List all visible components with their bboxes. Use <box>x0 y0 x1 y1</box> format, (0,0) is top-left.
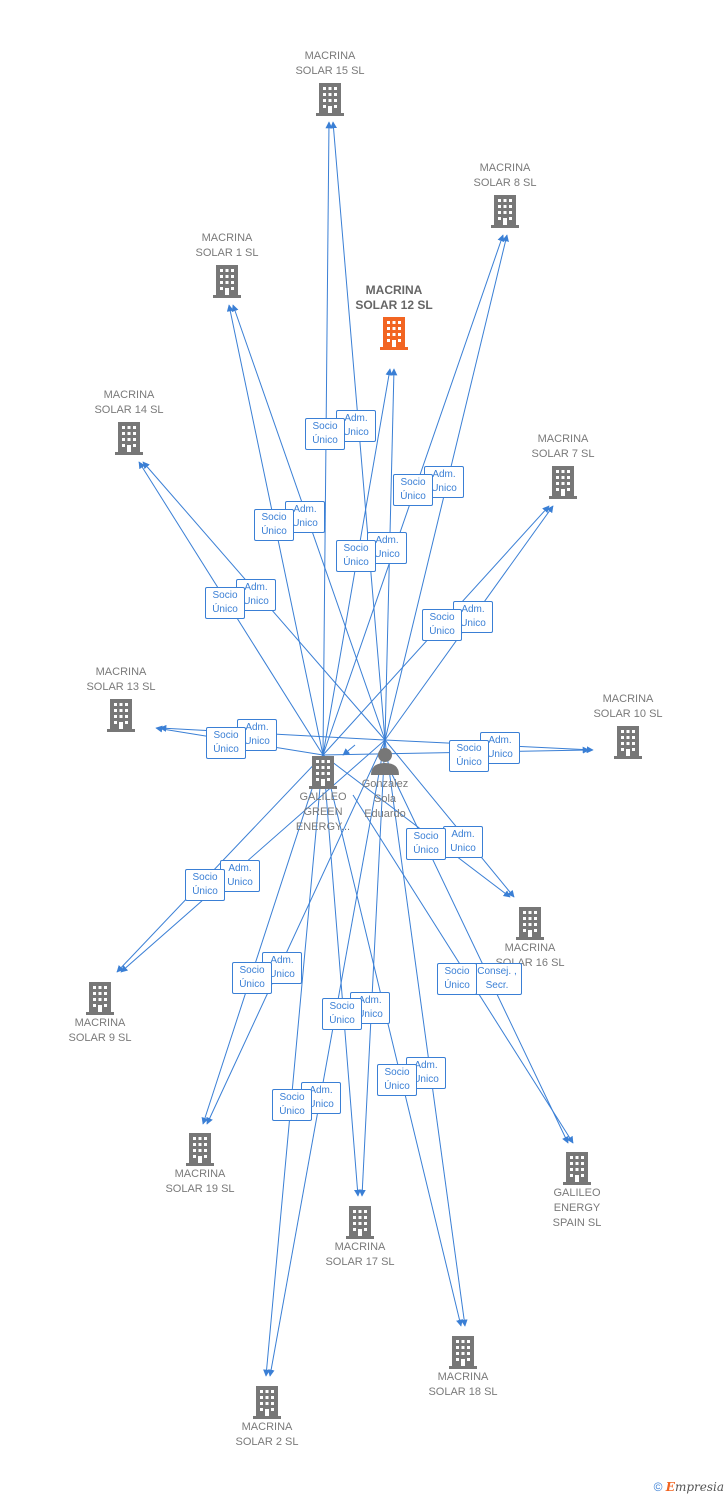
person-icon <box>371 748 399 775</box>
building-icon <box>115 422 143 455</box>
node-label: MACRINA SOLAR 12 SL <box>355 283 433 312</box>
role-socio-unico[interactable]: Socio Único <box>205 587 245 619</box>
edge-galileo-to-company <box>322 754 361 1197</box>
role-socio-unico[interactable]: Socio Único <box>254 509 294 541</box>
building-icon <box>563 1152 591 1185</box>
empresia-logo: Empresia <box>665 1480 724 1494</box>
edge-galileo-to-company <box>263 754 324 1377</box>
node-macrina-solar-18[interactable]: MACRINA SOLAR 18 SL <box>403 1332 523 1400</box>
building-icon <box>213 265 241 298</box>
building-icon <box>549 466 577 499</box>
edge-person-to-company <box>267 739 386 1377</box>
building-icon <box>107 699 135 732</box>
node-label: MACRINA SOLAR 14 SL <box>94 389 164 416</box>
node-label: MACRINA SOLAR 8 SL <box>473 162 537 189</box>
node-label: Gonzalez Sola Eduardo <box>361 778 409 820</box>
edge-galileo-to-company <box>201 754 324 1125</box>
building-icon <box>346 1206 374 1239</box>
node-label: MACRINA SOLAR 18 SL <box>428 1371 498 1398</box>
node-macrina-solar-15[interactable]: MACRINA SOLAR 15 SL <box>270 49 390 117</box>
building-icon <box>316 83 344 116</box>
node-galileo-energy-spain[interactable]: GALILEO ENERGY SPAIN SL <box>517 1148 637 1231</box>
node-label: MACRINA SOLAR 1 SL <box>195 232 259 259</box>
node-macrina-solar-1[interactable]: MACRINA SOLAR 1 SL <box>167 231 287 299</box>
building-icon <box>380 317 408 350</box>
node-macrina-solar-19[interactable]: MACRINA SOLAR 19 SL <box>140 1129 260 1197</box>
node-macrina-solar-14[interactable]: MACRINA SOLAR 14 SL <box>69 388 189 456</box>
role-socio-unico[interactable]: Socio Único <box>393 474 433 506</box>
role-socio-unico[interactable]: Socio Único <box>305 418 345 450</box>
role-socio-unico[interactable]: Socio Único <box>206 727 246 759</box>
node-label: MACRINA SOLAR 9 SL <box>68 1017 132 1044</box>
node-galileo-green-energy[interactable]: GALILEO GREEN ENERGY... <box>263 752 383 835</box>
footer-branding[interactable]: © Empresia <box>654 1480 724 1494</box>
node-macrina-solar-7[interactable]: MACRINA SOLAR 7 SL <box>503 432 623 500</box>
copyright-icon: © <box>653 1480 663 1494</box>
building-icon <box>253 1386 281 1419</box>
edge-galileo-to-company <box>322 754 463 1327</box>
node-macrina-solar-9[interactable]: MACRINA SOLAR 9 SL <box>40 978 160 1046</box>
node-label: MACRINA SOLAR 2 SL <box>235 1421 299 1448</box>
edge-person-to-company <box>384 739 468 1327</box>
role-socio-unico[interactable]: Socio Único <box>322 998 362 1030</box>
role-socio-unico[interactable]: Socio Único <box>272 1089 312 1121</box>
role-socio-unico[interactable]: Socio Único <box>232 962 272 994</box>
node-person-gonzalez-sola-eduardo[interactable]: Gonzalez Sola Eduardo <box>325 743 445 822</box>
node-macrina-solar-13[interactable]: MACRINA SOLAR 13 SL <box>61 665 181 733</box>
node-macrina-solar-2[interactable]: MACRINA SOLAR 2 SL <box>207 1382 327 1450</box>
edge-person-to-company <box>358 739 386 1197</box>
node-label: MACRINA SOLAR 19 SL <box>165 1168 235 1195</box>
building-icon <box>614 726 642 759</box>
node-label: MACRINA SOLAR 13 SL <box>86 666 156 693</box>
role-adm-unico[interactable]: Adm. Unico <box>220 860 260 892</box>
building-icon <box>449 1336 477 1369</box>
node-macrina-solar-16[interactable]: MACRINA SOLAR 16 SL <box>470 903 590 971</box>
role-socio-unico[interactable]: Socio Único <box>336 540 376 572</box>
building-icon <box>186 1133 214 1166</box>
node-label: MACRINA SOLAR 7 SL <box>531 433 595 460</box>
edge-person-to-galileo <box>342 744 356 756</box>
role-socio-unico[interactable]: Socio Único <box>437 963 477 995</box>
node-label: MACRINA SOLAR 10 SL <box>593 693 663 720</box>
node-label: GALILEO GREEN ENERGY... <box>295 791 351 833</box>
node-label: GALILEO ENERGY SPAIN SL <box>552 1187 602 1229</box>
node-macrina-solar-17[interactable]: MACRINA SOLAR 17 SL <box>300 1202 420 1270</box>
node-label: MACRINA SOLAR 15 SL <box>295 50 365 77</box>
role-consej-secr[interactable]: Consej. , Secr. <box>472 963 522 995</box>
building-icon <box>86 982 114 1015</box>
node-macrina-solar-8[interactable]: MACRINA SOLAR 8 SL <box>445 161 565 229</box>
edge-person-to-company <box>384 739 515 898</box>
edge-person-to-company <box>206 739 386 1125</box>
node-macrina-solar-10[interactable]: MACRINA SOLAR 10 SL <box>568 692 688 760</box>
building-icon <box>516 907 544 940</box>
node-label: MACRINA SOLAR 17 SL <box>325 1241 395 1268</box>
role-socio-unico[interactable]: Socio Único <box>377 1064 417 1096</box>
role-socio-unico[interactable]: Socio Único <box>185 869 225 901</box>
role-socio-unico[interactable]: Socio Único <box>422 609 462 641</box>
node-macrina-solar-12[interactable]: MACRINA SOLAR 12 SL <box>334 283 454 351</box>
role-adm-unico[interactable]: Adm. Unico <box>443 826 483 858</box>
role-socio-unico[interactable]: Socio Único <box>406 828 446 860</box>
building-icon <box>491 195 519 228</box>
role-socio-unico[interactable]: Socio Único <box>449 740 489 772</box>
edge-person-to-company <box>120 739 386 973</box>
